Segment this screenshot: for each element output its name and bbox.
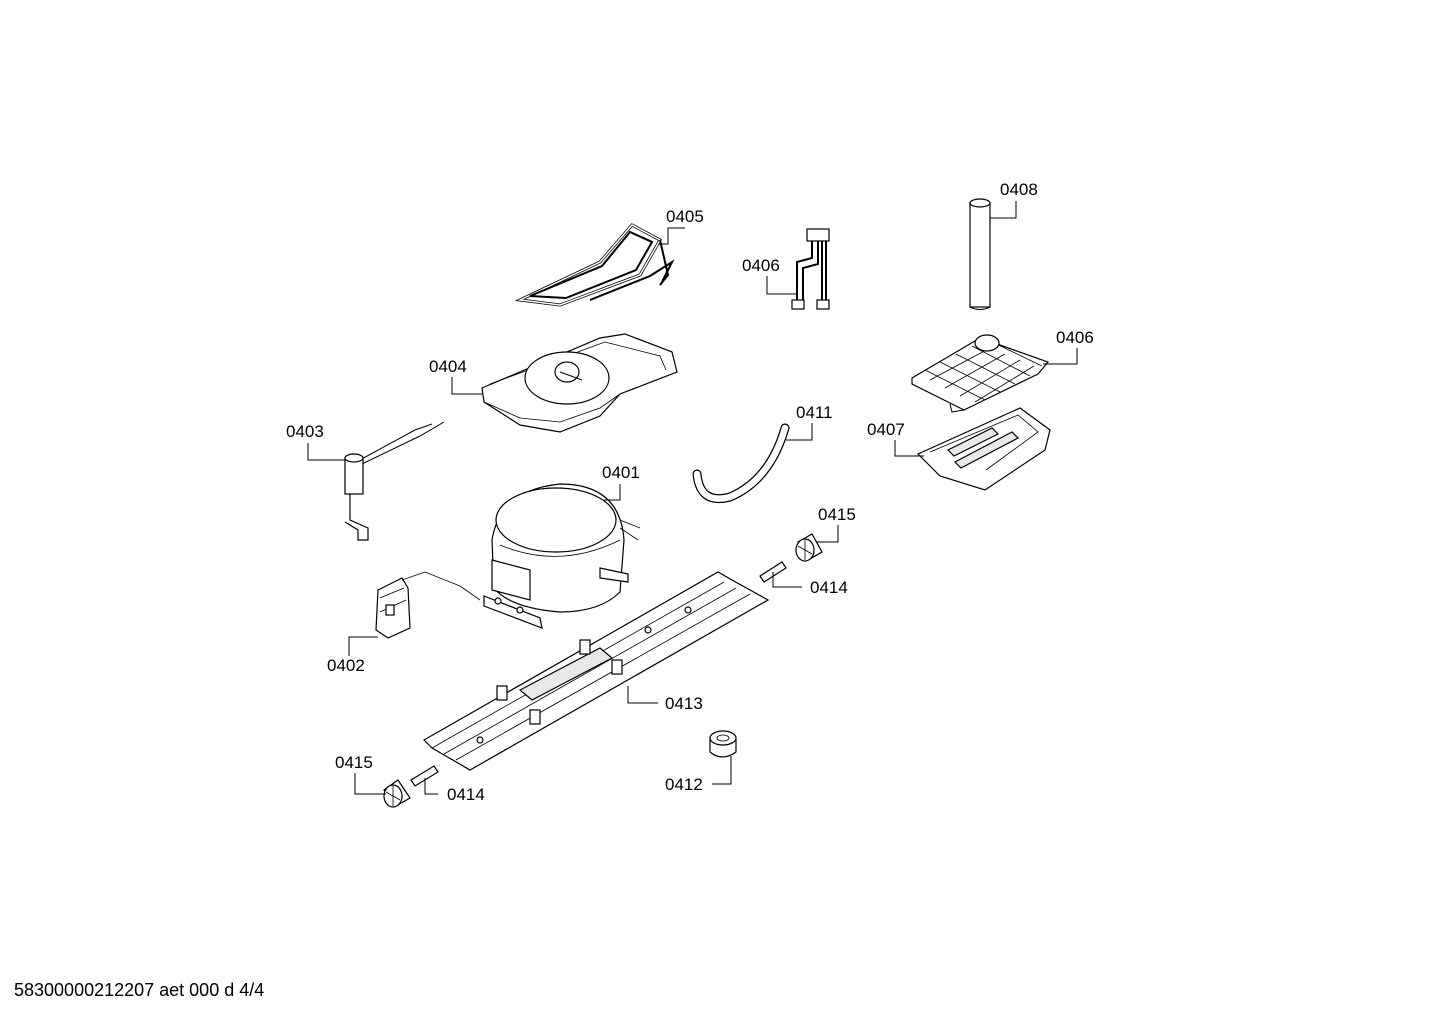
part-tube <box>969 198 991 310</box>
leader-0402 <box>348 636 378 656</box>
leader-0406a <box>766 276 798 295</box>
part-damper <box>709 730 737 758</box>
callout-0411: 0411 <box>796 403 833 422</box>
callout-0413: 0413 <box>665 694 703 713</box>
part-grommet-upper <box>795 533 823 562</box>
leader-0413 <box>627 686 658 704</box>
callout-0415: 0415 <box>818 505 856 524</box>
callout-0412: 0412 <box>665 775 703 794</box>
leader-0406b <box>1043 348 1078 365</box>
leader-0408 <box>990 201 1017 219</box>
drawing-reference: 58300000212207 aet 000 d 4/4 <box>14 980 265 1000</box>
leader-0403 <box>307 443 345 461</box>
callout-0403: 0403 <box>286 422 324 441</box>
part-tray <box>916 407 1051 491</box>
part-mounting-rail <box>423 571 770 771</box>
leader-0404 <box>451 377 482 395</box>
part-compressor <box>483 483 641 629</box>
callout-0401: 0401 <box>602 463 640 482</box>
part-grommet-lower <box>383 779 411 808</box>
leader-0415b <box>354 773 386 795</box>
callout-0406: 0406 <box>742 256 780 275</box>
leader-0414b <box>424 778 438 795</box>
callout-0406: 0406 <box>1056 328 1094 347</box>
part-pin-lower <box>410 765 439 787</box>
leader-0405 <box>659 227 685 245</box>
part-hose <box>692 423 790 504</box>
callout-0402: 0402 <box>327 656 365 675</box>
part-wiring-harness <box>791 228 830 310</box>
leader-0414a <box>772 572 802 588</box>
callout-0415: 0415 <box>335 753 373 772</box>
part-starter-relay <box>375 571 481 639</box>
leader-0407 <box>894 440 924 457</box>
callout-0414: 0414 <box>447 785 485 804</box>
part-drip-tray <box>481 333 678 433</box>
callout-0407: 0407 <box>867 420 905 439</box>
leader-0412 <box>712 756 732 785</box>
callout-0408: 0408 <box>1000 180 1038 199</box>
part-condenser-coil <box>514 223 675 307</box>
leader-0411 <box>786 423 813 441</box>
callout-0405: 0405 <box>666 207 704 226</box>
part-tray-grate <box>911 334 1050 413</box>
leader-0415a <box>816 525 839 543</box>
callout-0414: 0414 <box>810 578 848 597</box>
leader-0401 <box>604 484 621 501</box>
part-capacitor <box>344 421 445 541</box>
callout-0404: 0404 <box>429 357 467 376</box>
